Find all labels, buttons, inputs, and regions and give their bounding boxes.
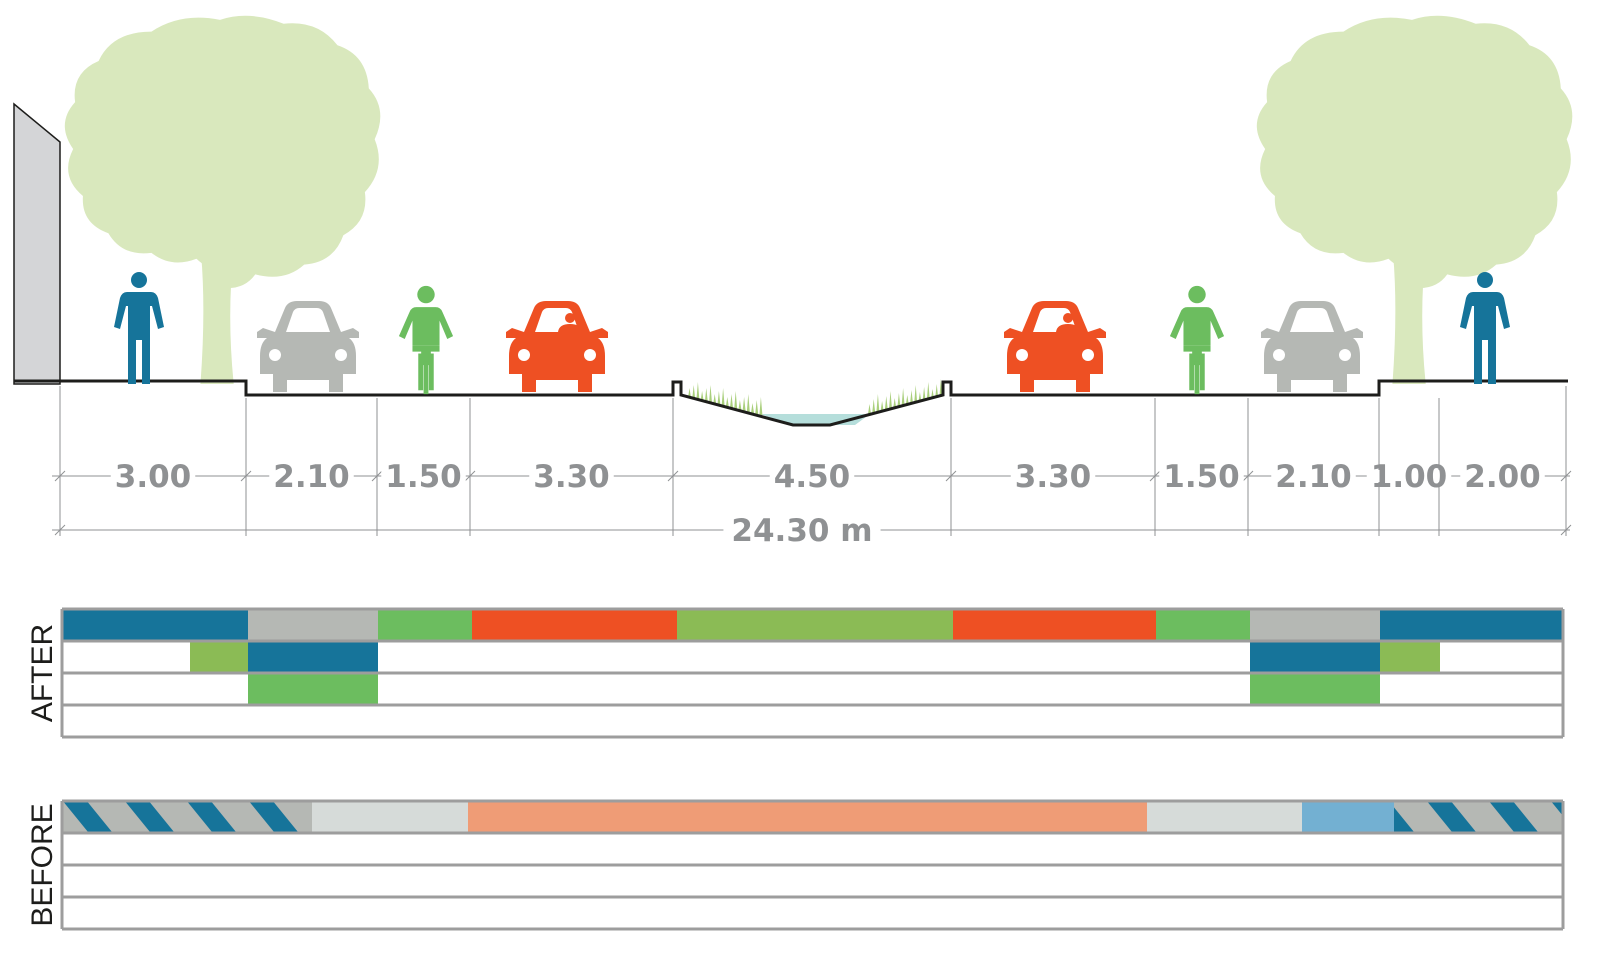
swale-grass (688, 379, 943, 415)
before-row1-grey-light-cell (1147, 801, 1302, 833)
after-row2-green-cell (190, 641, 248, 673)
after-allocation-grid (60, 607, 1565, 739)
segment-width-label: 2.00 (1464, 459, 1541, 495)
before-label: BEFORE (26, 803, 59, 926)
segment-width-label: 1.00 (1371, 459, 1448, 495)
segment-width-label: 3.00 (115, 459, 192, 495)
segment-width-label: 2.10 (1275, 459, 1352, 495)
after-row2-pedestrian-cell (1250, 641, 1380, 673)
segment-width-label: 1.50 (1163, 459, 1240, 495)
parked-car-right-icon (1261, 301, 1363, 392)
label-gap (1460, 470, 1545, 482)
after-row1-bicycle-cell (378, 609, 472, 641)
before-row1-mixed-pedestrian-parking-cell (62, 801, 312, 833)
label-gap (723, 524, 881, 536)
after-row1-pedestrian-cell (1380, 609, 1563, 641)
car-right-icon (1004, 301, 1106, 392)
after-row2-green-cell (1380, 641, 1440, 673)
label-gap (1271, 470, 1356, 482)
before-row1-grey-light-cell (312, 801, 468, 833)
label-gap (1010, 470, 1096, 482)
pedestrian-left-icon (114, 272, 164, 384)
car-left-icon (506, 301, 608, 392)
after-row1-car-cell (472, 609, 677, 641)
after-row3-bicycle-cell (248, 673, 378, 705)
pedestrian-right-icon (1460, 272, 1510, 384)
after-row1-parking-cell (1250, 609, 1380, 641)
after-row1-parking-cell (248, 609, 378, 641)
tree-right-icon (1256, 15, 1573, 384)
building-icon (13, 102, 61, 385)
segment-width-label: 4.50 (774, 459, 851, 495)
label-gap (381, 470, 466, 482)
label-gap (529, 470, 614, 482)
label-gap (269, 470, 354, 482)
label-gap (1366, 470, 1452, 482)
after-row1-green-cell (677, 609, 953, 641)
ground-profile (14, 379, 1568, 427)
parked-car-left-icon (257, 301, 359, 392)
total-width-label: 24.30 m (731, 513, 872, 549)
cyclist-left-icon (398, 285, 454, 395)
after-label: AFTER (26, 624, 59, 722)
before-row1-mixed-pedestrian-parking-cell (1394, 801, 1563, 833)
before-allocation-grid (60, 799, 1565, 931)
before-row1-car-light-cell (468, 801, 1147, 833)
after-row2-pedestrian-cell (248, 641, 378, 673)
after-row1-car-cell (953, 609, 1156, 641)
after-row1-pedestrian-cell (62, 609, 248, 641)
segment-width-label: 1.50 (385, 459, 462, 495)
before-row1-pedestrian-light-cell (1302, 801, 1394, 833)
label-gap (769, 470, 855, 482)
segment-width-label: 3.30 (533, 459, 610, 495)
segment-width-label: 3.30 (1015, 459, 1092, 495)
after-row3-bicycle-cell (1250, 673, 1380, 705)
cyclist-right-icon (1169, 285, 1225, 395)
after-row1-bicycle-cell (1156, 609, 1250, 641)
label-gap (110, 470, 196, 482)
segment-width-label: 2.10 (273, 459, 350, 495)
label-gap (1159, 470, 1244, 482)
